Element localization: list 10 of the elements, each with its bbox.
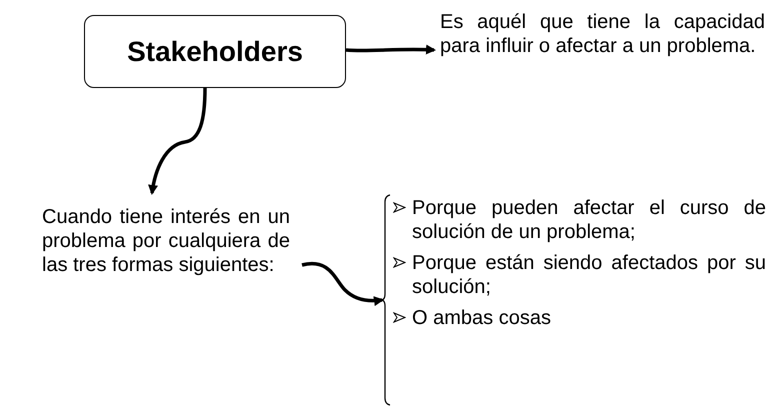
- description-text: Es aquél que tiene la capacidad para influir o afectar a un problema.: [440, 10, 765, 58]
- curved-arrow: [346, 44, 436, 55]
- bullet-text: O ambas cosas: [412, 307, 551, 329]
- curved-arrow: [148, 88, 207, 195]
- curved-arrow: [302, 262, 384, 306]
- bullet-text: Porque pueden afectar el curso de solución de un problema;: [412, 197, 766, 243]
- description-text: Cuando tiene interés en un problema por cualquiera de las tres formas siguientes:: [42, 205, 290, 277]
- box-title: Stakeholders: [127, 36, 303, 68]
- stakeholders-box: [84, 15, 346, 88]
- bullet-text: Porque están siendo afectados por su solución;: [412, 252, 766, 298]
